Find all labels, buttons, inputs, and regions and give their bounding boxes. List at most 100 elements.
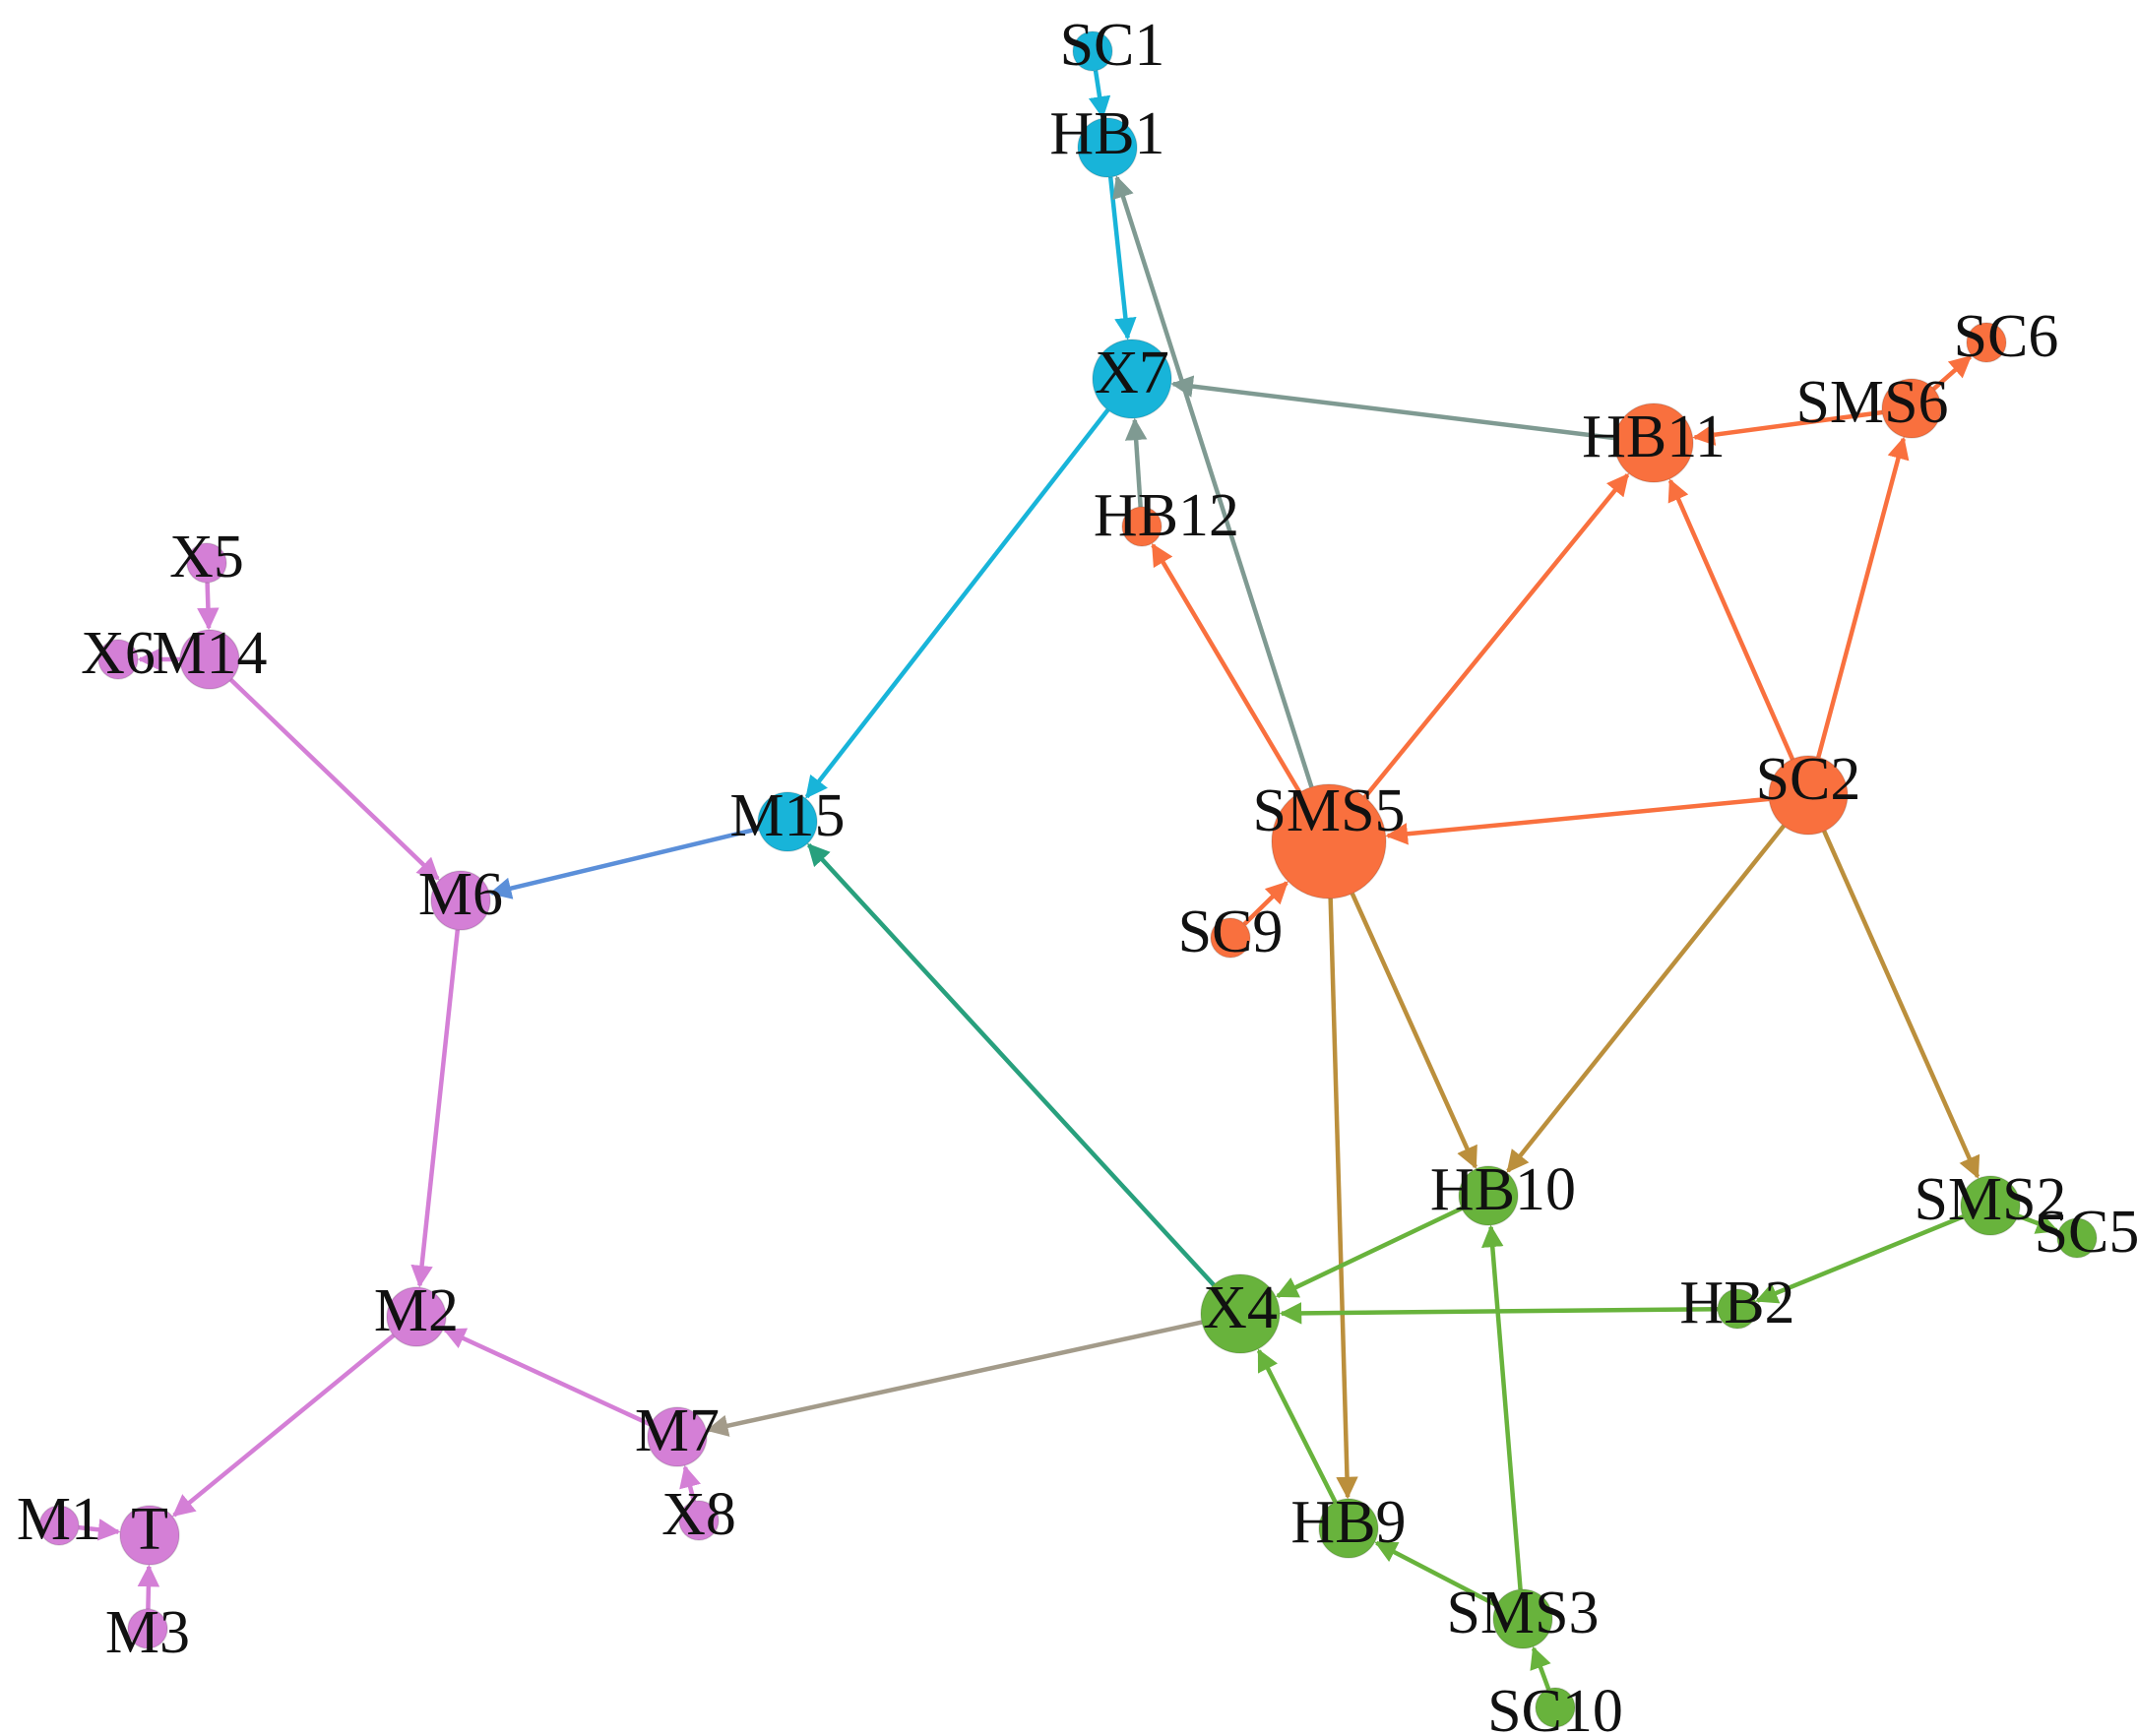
node-circle[interactable] (430, 870, 491, 931)
edge-sms2-to-hb2 (1755, 1214, 1965, 1304)
edge-m1-to-t (78, 1519, 121, 1541)
node-sc1[interactable]: SC1 (1060, 12, 1165, 79)
node-sc2[interactable]: SC2 (1756, 746, 1861, 836)
node-circle[interactable] (1960, 1175, 2021, 1236)
node-m1[interactable]: M1 (17, 1486, 101, 1553)
node-label: M3 (105, 1599, 190, 1666)
node-m6[interactable]: M6 (418, 861, 503, 931)
node-circle[interactable] (1717, 1288, 1758, 1330)
edge-x7-to-m15 (804, 408, 1110, 799)
node-circle[interactable] (1072, 31, 1113, 72)
node-sms5[interactable]: SMS5 (1252, 777, 1406, 899)
node-label: M6 (418, 861, 503, 928)
node-m2[interactable]: M2 (374, 1277, 459, 1347)
edge-x4-to-m7 (706, 1320, 1203, 1437)
node-m3[interactable]: M3 (105, 1599, 190, 1666)
node-circle[interactable] (647, 1406, 708, 1467)
node-circle[interactable] (38, 1505, 80, 1546)
node-label: SMS3 (1446, 1580, 1599, 1646)
node-x5[interactable]: X5 (169, 524, 244, 590)
edge-sms3-to-hb9 (1374, 1540, 1498, 1608)
node-circle[interactable] (1271, 783, 1387, 899)
node-x4[interactable]: X4 (1200, 1273, 1281, 1354)
edge-sms5-to-hb11 (1362, 472, 1630, 799)
node-label: SMS6 (1795, 369, 1948, 436)
edge-sms3-to-hb10 (1481, 1224, 1523, 1590)
node-x8[interactable]: X8 (661, 1481, 736, 1548)
node-circle[interactable] (1492, 1588, 1553, 1649)
node-x7[interactable]: X7 (1092, 339, 1172, 419)
node-circle[interactable] (1458, 1165, 1519, 1226)
node-label: SC6 (1954, 303, 2059, 370)
edge-hb10-to-x4 (1275, 1206, 1463, 1298)
node-label: SC10 (1487, 1678, 1623, 1736)
edge-sc2-to-sms2 (1822, 830, 1980, 1179)
edge-sc1-to-hb1 (1088, 70, 1111, 119)
node-sc9[interactable]: SC9 (1178, 899, 1284, 965)
node-label: X8 (661, 1481, 736, 1548)
edge-sc2-to-hb11 (1667, 478, 1794, 761)
edge-x5-to-m14 (197, 582, 220, 631)
node-sc10[interactable]: SC10 (1487, 1678, 1623, 1736)
node-circle[interactable] (1121, 506, 1163, 547)
edge-m3-to-t (137, 1564, 160, 1610)
node-circle[interactable] (1200, 1273, 1281, 1354)
node-circle[interactable] (757, 791, 818, 852)
node-circle[interactable] (386, 1286, 447, 1347)
node-hb11[interactable]: HB11 (1582, 403, 1726, 483)
edge-sc10-to-sms3 (1530, 1645, 1551, 1690)
node-label: HB12 (1094, 482, 1239, 549)
node-sms6[interactable]: SMS6 (1795, 369, 1949, 439)
node-label: M2 (374, 1277, 459, 1344)
node-sms3[interactable]: SMS3 (1446, 1580, 1600, 1649)
node-label: M14 (152, 620, 267, 687)
node-label: SC2 (1756, 746, 1861, 813)
node-circle[interactable] (1966, 322, 2007, 363)
node-hb1[interactable]: HB1 (1049, 100, 1165, 178)
node-hb9[interactable]: HB9 (1290, 1489, 1407, 1559)
edge-m7-to-m2 (443, 1328, 652, 1427)
node-label: HB1 (1049, 100, 1164, 167)
edge-sms5-to-hb9 (1328, 898, 1358, 1500)
node-t[interactable]: T (119, 1496, 180, 1566)
node-circle[interactable] (179, 629, 240, 690)
node-circle[interactable] (1768, 755, 1849, 836)
node-hb12[interactable]: HB12 (1094, 482, 1239, 549)
edge-hb12-to-x7 (1124, 417, 1148, 508)
node-circle[interactable] (2056, 1217, 2098, 1259)
edge-sms6-to-sc6 (1932, 354, 1973, 391)
edge-sms2-to-sc5 (2017, 1212, 2059, 1234)
node-m14[interactable]: M14 (152, 620, 268, 690)
node-circle[interactable] (186, 542, 227, 584)
node-circle[interactable] (1210, 917, 1251, 959)
node-label: HB11 (1582, 403, 1726, 470)
node-circle[interactable] (1535, 1687, 1576, 1728)
node-label: SMS5 (1252, 777, 1405, 844)
edge-m6-to-m2 (410, 929, 461, 1288)
node-sc5[interactable]: SC5 (2035, 1199, 2137, 1266)
node-circle[interactable] (97, 639, 139, 680)
node-circle[interactable] (127, 1608, 168, 1649)
node-circle[interactable] (678, 1500, 720, 1541)
node-hb10[interactable]: HB10 (1430, 1156, 1576, 1226)
node-circle[interactable] (1077, 117, 1138, 178)
node-sms2[interactable]: SMS2 (1914, 1166, 2067, 1236)
node-m7[interactable]: M7 (635, 1397, 720, 1467)
node-m15[interactable]: M15 (729, 782, 846, 852)
node-label: SC1 (1060, 12, 1165, 79)
edge-sms6-to-hb11 (1692, 409, 1883, 446)
node-circle[interactable] (1881, 378, 1942, 439)
node-circle[interactable] (1092, 339, 1172, 419)
node-circle[interactable] (1318, 1498, 1379, 1559)
node-sc6[interactable]: SC6 (1954, 303, 2059, 370)
edge-sms5-to-hb1 (1112, 175, 1314, 788)
node-label: X7 (1095, 340, 1169, 406)
node-hb2[interactable]: HB2 (1679, 1270, 1794, 1336)
edge-sc9-to-sms5 (1242, 881, 1288, 926)
node-x6[interactable]: X6 (81, 620, 156, 687)
node-circle[interactable] (119, 1505, 180, 1566)
node-circle[interactable] (1613, 403, 1694, 483)
edge-sms5-to-hb12 (1151, 542, 1302, 794)
